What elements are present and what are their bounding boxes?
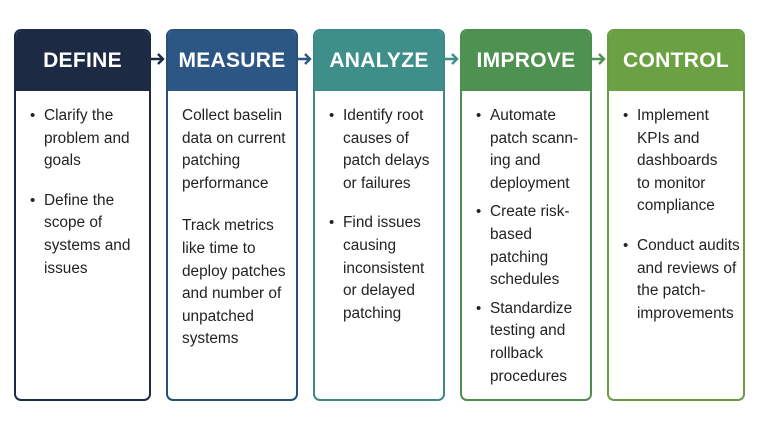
define-bullet-2: Define the scope of systems and issues <box>30 190 142 280</box>
improve-title: IMPROVE <box>476 49 576 72</box>
define-title: DEFINE <box>43 49 122 72</box>
improve-bullet-1: Automate patch scann-ing and deployment <box>476 105 582 195</box>
define-header: DEFINE <box>16 31 149 91</box>
improve-bullet-3: Standardize testing and rollback procedu… <box>476 298 582 388</box>
measure-title: MEASURE <box>178 49 286 72</box>
arrow-right-icon <box>151 53 165 65</box>
control-bullet-2: Conduct audits and reviews of the patch-… <box>623 235 743 325</box>
define-bullet-1: Clarify the problem and goals <box>30 105 140 173</box>
control-bullet-1: Implement KPIs and dashboards to monitor… <box>623 105 733 218</box>
analyze-column: ANALYZE Identify root causes of patch de… <box>313 29 445 401</box>
control-header: CONTROL <box>609 31 743 91</box>
analyze-bullet-2: Find issues causing inconsistent or dela… <box>329 212 441 325</box>
improve-header: IMPROVE <box>462 31 590 91</box>
arrow-right-icon <box>445 53 459 65</box>
measure-paragraph-2: Track metrics like time to deploy patche… <box>182 217 286 348</box>
improve-column: IMPROVE Automate patch scann-ing and dep… <box>460 29 592 401</box>
measure-header: MEASURE <box>168 31 296 91</box>
analyze-bullet-1: Identify root causes of patch delays or … <box>329 105 441 195</box>
analyze-header: ANALYZE <box>315 31 443 91</box>
control-title: CONTROL <box>623 49 729 72</box>
arrow-right-icon <box>298 53 312 65</box>
arrow-right-icon <box>592 53 606 65</box>
control-column: CONTROL Implement KPIs and dashboards to… <box>607 29 745 401</box>
analyze-title: ANALYZE <box>329 49 429 72</box>
measure-paragraph-1: Collect baselin data on current patching… <box>182 107 286 192</box>
measure-column: MEASURE Collect baselin data on current … <box>166 29 298 401</box>
improve-bullet-2: Create risk-based patching schedules <box>476 201 578 291</box>
define-column: DEFINE Clarify the problem and goals Def… <box>14 29 151 401</box>
